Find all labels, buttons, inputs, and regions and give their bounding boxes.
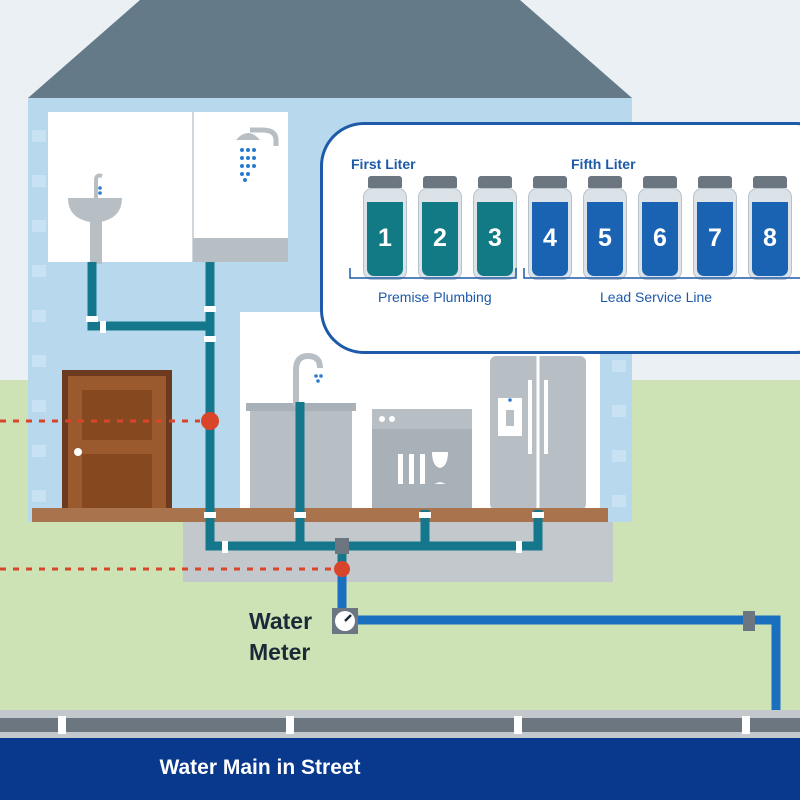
dishwasher-icon xyxy=(372,409,472,509)
premise-plumbing-pipes xyxy=(87,262,543,568)
water-meter-label: Water Meter xyxy=(249,606,312,668)
service-line-pipe xyxy=(337,568,781,716)
water-meter-label-line2: Meter xyxy=(249,639,311,665)
first-liter-label: First Liter xyxy=(351,156,416,172)
shower-head-icon xyxy=(236,127,279,182)
sampling-indicators xyxy=(0,412,350,577)
sample-bottle-7: 7 xyxy=(693,176,737,280)
sample-point-service xyxy=(334,561,350,577)
sample-bottle-1: 1 xyxy=(363,176,407,280)
sample-point-premise xyxy=(201,412,219,430)
sample-bottle-2: 2 xyxy=(418,176,462,280)
fifth-liter-label: Fifth Liter xyxy=(571,156,636,172)
bathtub xyxy=(193,238,288,262)
water-main-band xyxy=(0,738,800,800)
siding-marks xyxy=(32,130,626,507)
service-fitting xyxy=(743,611,755,631)
water-meter-label-line1: Water xyxy=(249,608,313,634)
sample-bottle-6: 6 xyxy=(638,176,682,280)
front-door xyxy=(62,370,172,522)
roof xyxy=(28,0,632,98)
water-main-label: Water Main in Street xyxy=(159,756,361,779)
sample-bottle-3: 3 xyxy=(473,176,517,280)
foundation xyxy=(183,522,613,582)
sample-bottle-5: 5 xyxy=(583,176,627,280)
bathroom-sink-icon xyxy=(68,173,122,264)
water-meter-icon xyxy=(332,608,358,634)
lead-service-line-label: Lead Service Line xyxy=(600,289,713,305)
refrigerator-icon xyxy=(490,356,586,510)
street-pipe xyxy=(0,716,800,734)
sample-bottle-8: 8 xyxy=(748,176,792,280)
entry-fitting xyxy=(335,538,349,554)
pipe-joints xyxy=(86,306,544,553)
sample-bottle-4: 4 xyxy=(528,176,572,280)
premise-plumbing-label: Premise Plumbing xyxy=(378,289,492,305)
floor xyxy=(32,508,608,522)
